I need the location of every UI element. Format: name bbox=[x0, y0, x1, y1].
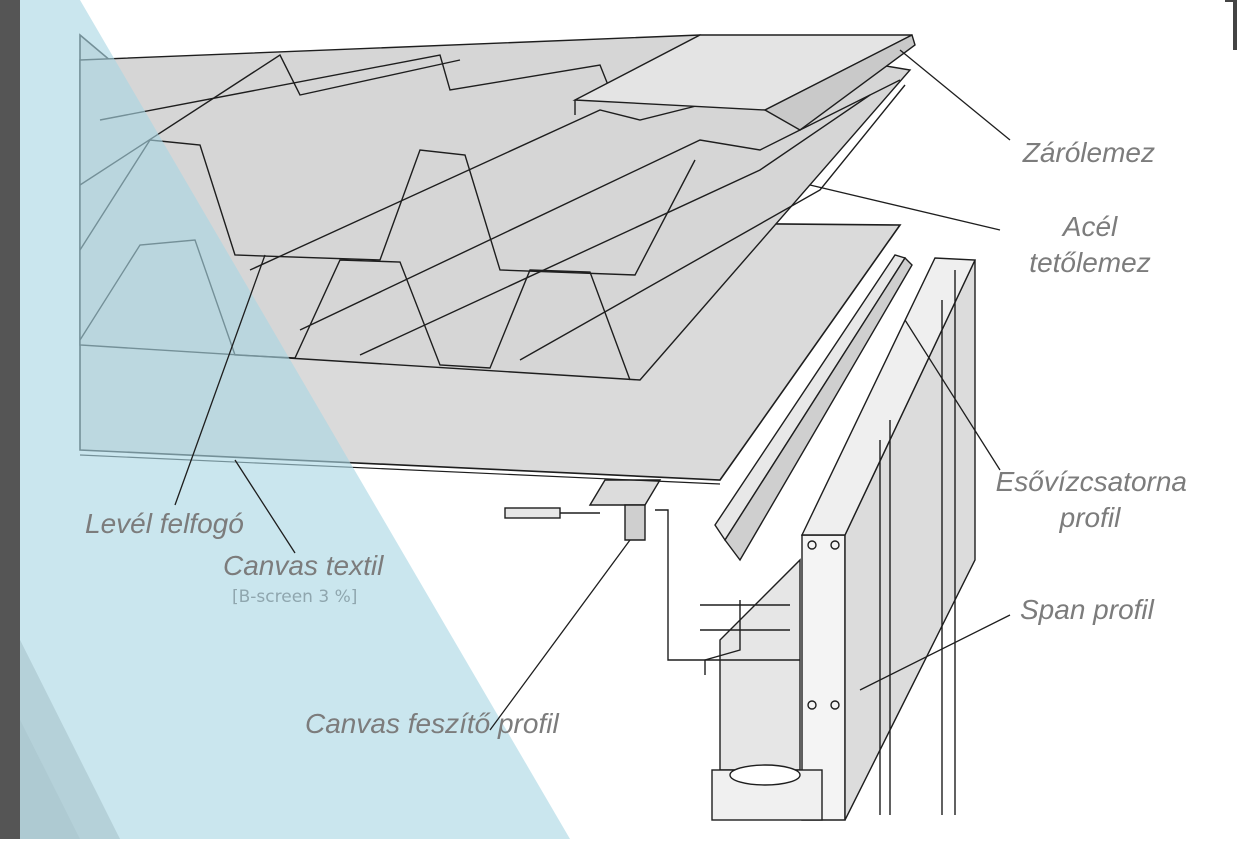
label-acel-line2: tetőlemez bbox=[1029, 247, 1151, 278]
leader-canvas-textil bbox=[234, 459, 296, 554]
leader-zarolemez bbox=[899, 49, 1011, 141]
gutter-profile bbox=[714, 254, 913, 562]
leader-lines bbox=[174, 49, 1011, 731]
label-canvas-feszito: Canvas feszítő profil bbox=[305, 708, 559, 739]
leader-span bbox=[859, 614, 1011, 691]
leader-acel bbox=[809, 184, 1001, 231]
label-span-profil: Span profil bbox=[1020, 594, 1154, 625]
closing-plate bbox=[572, 33, 916, 131]
label-acel-line1: Acél bbox=[1062, 211, 1118, 242]
column-frame bbox=[655, 257, 977, 821]
label-canvas-textil-sub: [B-screen 3 %] bbox=[232, 587, 358, 607]
label-canvas-textil: Canvas textil bbox=[223, 550, 384, 581]
leader-canvas-feszito bbox=[489, 539, 631, 731]
canvas-tension-profile bbox=[504, 479, 662, 541]
label-zarolemez: Zárólemez bbox=[1022, 137, 1155, 168]
label-level-felfogo: Levél felfogó bbox=[85, 508, 244, 539]
leader-level bbox=[174, 254, 266, 506]
label-esovizcsatorna-line2: profil bbox=[1059, 502, 1121, 533]
left-edge-overlay bbox=[0, 0, 20, 839]
corner-mark bbox=[1225, 0, 1237, 50]
accent-band bbox=[20, 0, 570, 839]
label-esovizcsatorna-line1: Esővízcsatorna bbox=[995, 466, 1187, 497]
leader-esovizcsatorna bbox=[904, 319, 1001, 471]
